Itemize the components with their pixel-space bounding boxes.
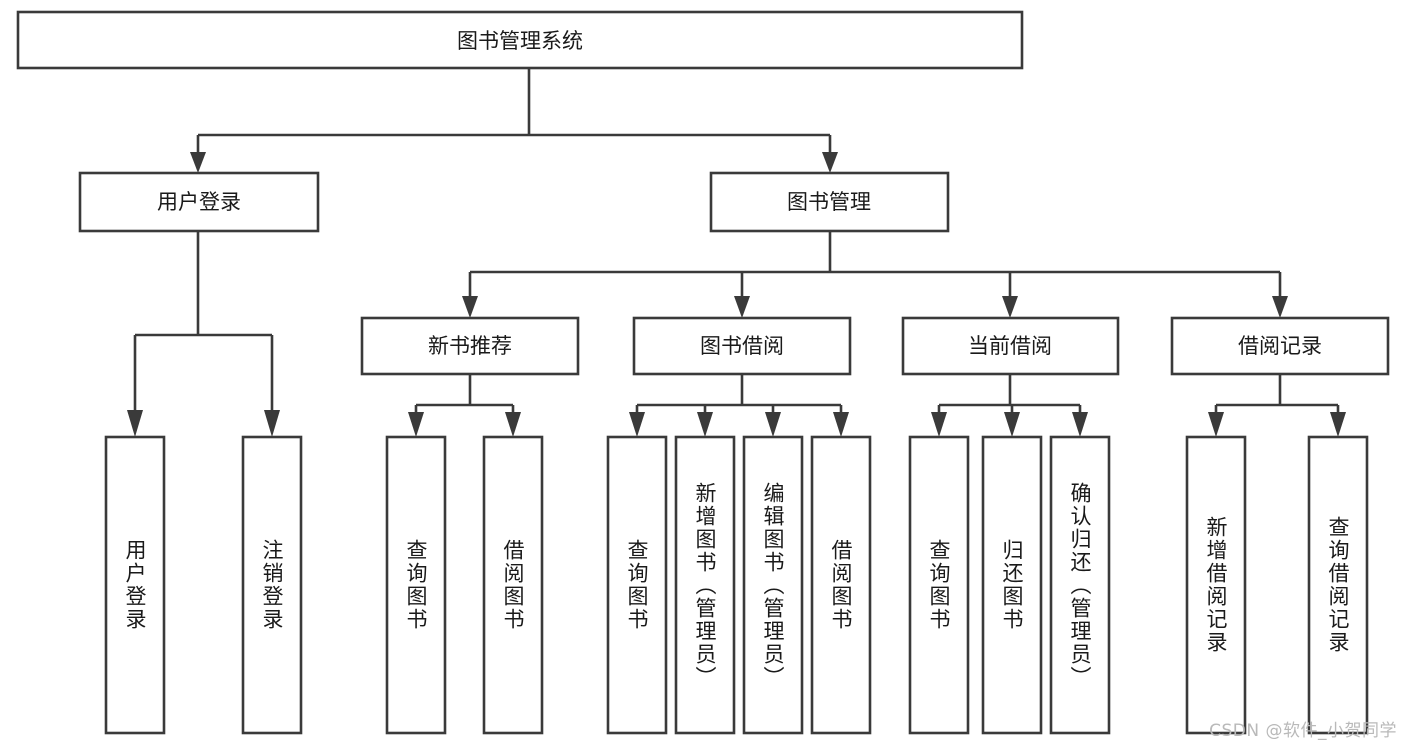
node-new-book-rec-label: 新书推荐 (428, 334, 512, 358)
connector-layer (127, 68, 1346, 437)
node-borrow-record-box[interactable] (1170, 316, 1390, 376)
node-layer: 图书管理系统 用户登录 图书管理 新书推荐 图书借阅 当前借阅 借阅记录 (16, 10, 1390, 376)
node-leaf-query-borrow-rec-box[interactable] (1307, 435, 1369, 735)
arrow-head-current-borrow (1002, 296, 1018, 318)
node-user-login-box[interactable] (78, 171, 320, 233)
arrow-head-leaf-query-book-2 (629, 412, 645, 437)
arrow-head-leaf-return-book (1004, 412, 1020, 437)
node-leaf-edit-book-box[interactable] (742, 435, 804, 735)
node-leaf-return-book-box[interactable] (981, 435, 1043, 735)
arrow-head-leaf-add-book (697, 412, 713, 437)
watermark-text: CSDN @软件_小贺同学 (1209, 721, 1397, 741)
node-leaf-add-book-box[interactable] (674, 435, 736, 735)
node-leaf-borrow-book-1-box[interactable] (482, 435, 544, 735)
arrow-head-book-manage (822, 152, 838, 173)
node-book-manage-label: 图书管理 (787, 190, 871, 214)
arrow-head-leaf-borrow-book-1 (505, 412, 521, 437)
arrow-head-leaf-user-login (127, 410, 143, 437)
node-book-borrow-box[interactable] (632, 316, 852, 376)
node-leaf-logout-login-box[interactable] (241, 435, 303, 735)
arrow-head-leaf-borrow-book-2 (833, 412, 849, 437)
node-leaf-borrow-book-2-box[interactable] (810, 435, 872, 735)
node-new-book-rec-box[interactable] (360, 316, 580, 376)
node-root-label: 图书管理系统 (457, 29, 583, 53)
node-leaf-query-book-1-box[interactable] (385, 435, 447, 735)
arrow-head-leaf-add-borrow-rec (1208, 412, 1224, 437)
arrow-head-leaf-query-borrow-rec (1330, 412, 1346, 437)
node-current-borrow-label: 当前借阅 (968, 334, 1052, 358)
node-leaf-add-borrow-rec-box[interactable] (1185, 435, 1247, 735)
node-leaf-confirm-return-box[interactable] (1049, 435, 1111, 735)
node-leaf-query-book-3-box[interactable] (908, 435, 970, 735)
arrow-head-user-login (190, 152, 206, 173)
arrow-head-borrow-record (1272, 296, 1288, 318)
node-user-login-label: 用户登录 (157, 190, 241, 214)
leaf-box-layer (104, 435, 1369, 735)
arrow-head-leaf-confirm-return (1072, 412, 1088, 437)
arrow-head-new-book-rec (462, 296, 478, 318)
arrow-head-leaf-query-book-1 (408, 412, 424, 437)
node-borrow-record-label: 借阅记录 (1238, 334, 1322, 358)
arrow-head-leaf-logout-login (264, 410, 280, 437)
node-leaf-user-login-box[interactable] (104, 435, 166, 735)
node-root-box[interactable] (16, 10, 1024, 70)
arrow-head-leaf-query-book-3 (931, 412, 947, 437)
arrow-head-book-borrow (734, 296, 750, 318)
node-book-borrow-label: 图书借阅 (700, 334, 784, 358)
node-current-borrow-box[interactable] (901, 316, 1120, 376)
node-book-manage-box[interactable] (709, 171, 950, 233)
arrow-head-leaf-edit-book (765, 412, 781, 437)
node-leaf-query-book-2-box[interactable] (606, 435, 668, 735)
